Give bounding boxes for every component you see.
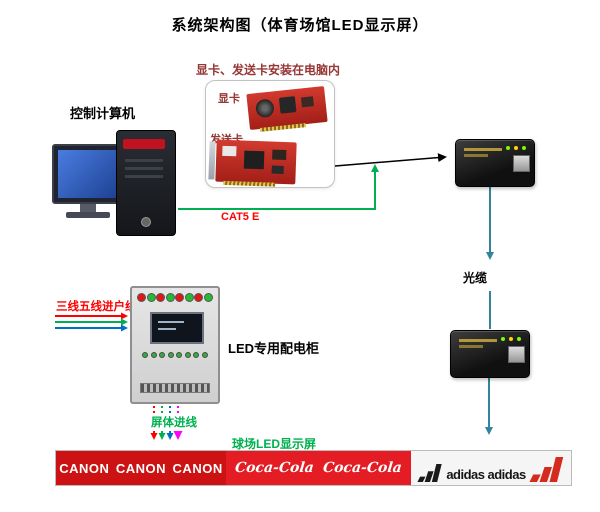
- adidas-logo-icon: [417, 464, 443, 482]
- indicator-light: [156, 293, 166, 302]
- drive-bay: [125, 175, 163, 178]
- adidas-wordmark: adidas: [487, 467, 527, 482]
- monitor-screen: [58, 150, 122, 198]
- fiber-cable-label: 光缆: [463, 271, 488, 285]
- display-text-line: [158, 328, 176, 330]
- tower-accent: [123, 139, 165, 149]
- tower-icon: [116, 130, 176, 236]
- chip: [271, 165, 284, 174]
- page-title: 系统架构图（体育场馆LED显示屏）: [171, 17, 429, 34]
- sticker: [222, 145, 237, 157]
- indicator-light: [203, 293, 213, 302]
- power-cabinet-label: LED专用配电柜: [228, 341, 320, 356]
- indicator-light: [146, 293, 156, 302]
- indicator-light: [165, 293, 175, 302]
- gpu-fan: [255, 98, 275, 119]
- led-indicator: [514, 146, 518, 150]
- led-screen-banner: CANON CANON CANON Coca-Cola Coca-Cola ad…: [55, 450, 572, 486]
- power-cabinet-graphic: [130, 286, 220, 404]
- device-marking: [464, 154, 488, 157]
- status-dot: [142, 352, 148, 358]
- sender-card-icon: [208, 139, 297, 187]
- status-dots-row: [142, 352, 208, 358]
- monitor-base: [66, 212, 110, 218]
- device-marking: [459, 345, 483, 348]
- terminal-strip: [140, 383, 210, 393]
- meter-display: [150, 312, 204, 344]
- power-button-icon: [141, 217, 151, 227]
- device-marking: [459, 339, 497, 342]
- control-computer-label: 控制计算机: [70, 106, 136, 121]
- indicator-light: [137, 293, 146, 302]
- indicator-light: [194, 293, 204, 302]
- led-indicator: [522, 146, 526, 150]
- chip: [243, 150, 265, 170]
- monitor-stand: [80, 204, 96, 212]
- chip: [272, 149, 287, 161]
- adidas-wordmark: adidas: [446, 467, 485, 482]
- cocacola-wordmark: Coca-Cola: [322, 460, 403, 476]
- status-dot: [150, 352, 157, 358]
- entry-lines-label: 三线五线进户线: [56, 301, 137, 313]
- gpu-card-icon: [246, 86, 328, 132]
- cocacola-wordmark: Coca-Cola: [234, 460, 315, 476]
- led-indicator: [501, 337, 505, 341]
- status-dot: [176, 352, 183, 358]
- led-indicator: [517, 337, 521, 341]
- control-computer-graphic: [50, 122, 180, 242]
- fiber-converter-1: [455, 139, 535, 187]
- edge-connector: [223, 180, 276, 187]
- edge-connector: [259, 123, 307, 132]
- adidas-logo-icon: [529, 457, 563, 482]
- led-indicator: [506, 146, 510, 150]
- status-dot: [193, 352, 200, 358]
- rj45-port: [513, 155, 530, 172]
- banner-canon-segment: CANON CANON CANON: [56, 451, 226, 485]
- status-dot: [167, 352, 174, 358]
- drive-bay: [125, 159, 163, 162]
- stadium-screen-label: 球场LED显示屏: [232, 437, 317, 451]
- fiber-converter-2: [450, 330, 530, 378]
- banner-cocacola-segment: Coca-Cola Coca-Cola: [226, 451, 411, 485]
- banner-adidas-segment: adidas adidas: [411, 451, 571, 485]
- chip: [278, 96, 297, 114]
- gpu-card-label: 显卡: [218, 93, 240, 105]
- chip: [300, 96, 314, 108]
- status-dot: [184, 352, 191, 358]
- rj45-port: [508, 346, 525, 363]
- indicator-lights-row: [137, 293, 213, 302]
- cat5e-label: CAT5 E: [221, 211, 260, 223]
- device-marking: [464, 148, 502, 151]
- canon-wordmark: CANON: [172, 460, 223, 476]
- display-text-line: [158, 321, 184, 323]
- cards-note-label: 显卡、发送卡安装在电脑内: [196, 63, 341, 77]
- indicator-light: [175, 293, 185, 302]
- status-dot: [159, 352, 166, 358]
- sender-to-converter-arrow: [334, 153, 447, 167]
- canon-wordmark: CANON: [59, 460, 110, 476]
- drive-bay: [125, 167, 163, 170]
- cards-callout: 显卡 发送卡: [205, 80, 335, 188]
- status-dot: [201, 352, 208, 358]
- screen-feed-label: 屏体进线: [150, 414, 198, 430]
- monitor-icon: [52, 144, 128, 204]
- bracket: [208, 141, 216, 180]
- canon-wordmark: CANON: [115, 460, 167, 476]
- led-indicator: [509, 337, 513, 341]
- indicator-light: [184, 293, 194, 302]
